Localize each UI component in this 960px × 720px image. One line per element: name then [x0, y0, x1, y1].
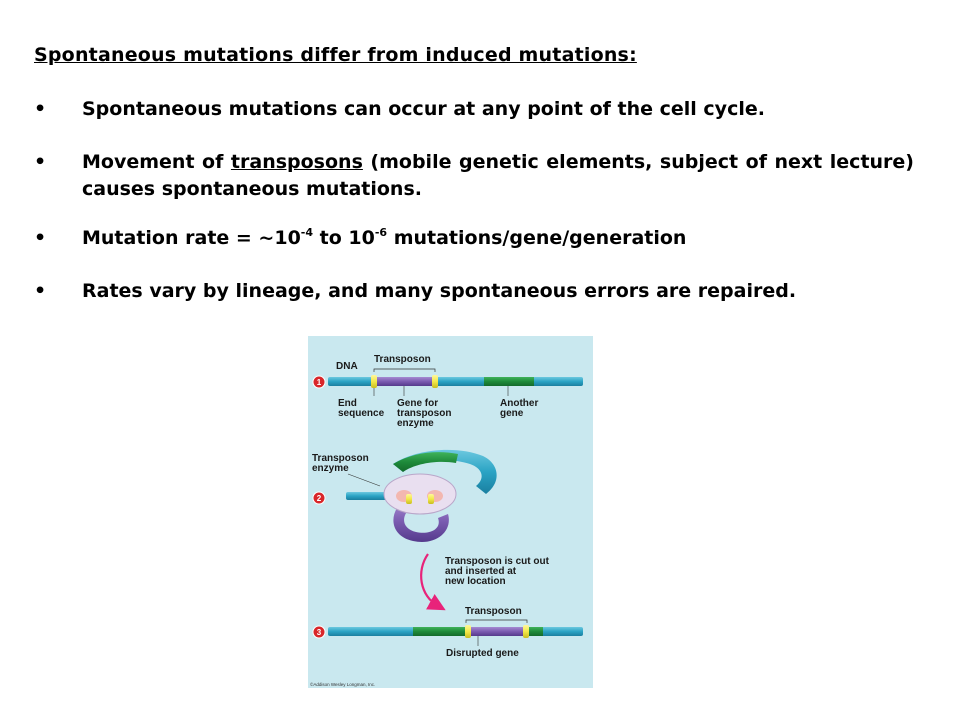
end-sequence-bound-right [428, 494, 434, 504]
dna-loop-2 [346, 449, 497, 542]
bullet-text: Movement of transposons (mobile genetic … [82, 149, 914, 203]
inserted-transposon-segment [469, 627, 525, 636]
cut-insert-arrow [420, 553, 446, 611]
transposon-segment [375, 377, 433, 386]
cut-label-1: Transposon is cut out [445, 556, 550, 567]
transposon-bracket [373, 368, 436, 372]
bullet-dot: • [34, 151, 47, 173]
bullet-text-post: (mobile genetic elements, subject of nex… [82, 151, 914, 200]
step-1-badge: 1 [312, 375, 326, 389]
end-sequence-bound-left [406, 494, 412, 504]
rate-post: mutations/gene/generation [387, 227, 687, 249]
transposon-figure: 1 DNA Transposon End sequence Gene for t… [308, 336, 593, 696]
dna-strand-3 [328, 625, 583, 638]
slide-heading: Spontaneous mutations differ from induce… [34, 44, 637, 66]
bullet-text: Rates vary by lineage, and many spontane… [82, 280, 797, 302]
transposon-label-top: Transposon [374, 354, 431, 365]
transposon-enzyme-label-2: enzyme [312, 463, 349, 474]
copyright-text: ©Addison Wesley Longman, Inc. [310, 681, 375, 687]
end-sequence-label-2: sequence [338, 408, 385, 419]
step-2-badge: 2 [312, 491, 326, 505]
another-gene-label-1: Another [500, 398, 538, 409]
gene-enzyme-label-2: transposon [397, 408, 451, 419]
cut-label-2: and inserted at [445, 566, 517, 577]
transposon-loop [393, 501, 449, 542]
another-gene-label-2: gene [500, 408, 524, 419]
transposons-link[interactable]: transposons [230, 151, 363, 173]
rate-exponent-1: -4 [300, 225, 314, 239]
end-sequence-label-1: End [338, 398, 357, 409]
another-gene-segment [484, 377, 534, 386]
bullet-dot: • [34, 280, 47, 302]
end-sequence-left [371, 375, 377, 388]
dna-strand-1 [328, 375, 583, 388]
transposon-diagram: 1 DNA Transposon End sequence Gene for t… [308, 336, 593, 688]
bullet-text: Mutation rate = ~10-4 to 10-6 mutations/… [82, 225, 914, 252]
bullet-dot: • [34, 227, 47, 249]
bullet-text: Spontaneous mutations can occur at any p… [82, 98, 765, 120]
rate-exponent-2: -6 [374, 225, 388, 239]
dna-label: DNA [336, 361, 358, 372]
svg-text:2: 2 [317, 494, 322, 503]
bullet-dot: • [34, 98, 47, 120]
svg-text:3: 3 [317, 628, 322, 637]
cut-label-3: new location [445, 576, 506, 587]
leader-transposon-enzyme [347, 473, 381, 487]
transposon-bracket-bottom [465, 619, 528, 623]
enzyme-complex [383, 473, 457, 515]
gene-enzyme-label-3: enzyme [397, 418, 434, 429]
gene-enzyme-label-1: Gene for [397, 398, 438, 409]
svg-text:1: 1 [317, 378, 322, 387]
end-sequence-inserted-left [465, 625, 471, 638]
rate-pre: Mutation rate = ~10 [82, 227, 301, 249]
gene-arc [393, 452, 458, 472]
step-3-badge: 3 [312, 625, 326, 639]
transposon-label-bottom: Transposon [465, 606, 522, 617]
rate-mid: to 10 [313, 227, 375, 249]
bullet-text-pre: Movement of [82, 151, 231, 173]
end-sequence-inserted-right [523, 625, 529, 638]
end-sequence-right [432, 375, 438, 388]
disrupted-gene-label: Disrupted gene [446, 648, 519, 659]
transposon-enzyme-label-1: Transposon [312, 453, 369, 464]
